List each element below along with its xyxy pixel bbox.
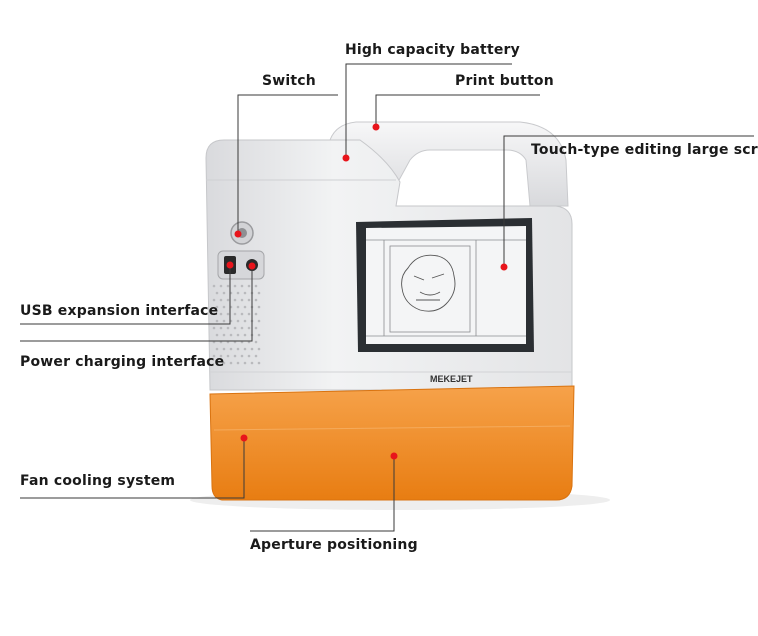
marker-aperture	[390, 452, 398, 460]
vent-hole	[219, 312, 223, 316]
marker-battery	[342, 154, 350, 162]
vent-hole	[236, 333, 240, 337]
marker-fan	[240, 434, 248, 442]
callout-battery: High capacity battery	[345, 42, 520, 58]
vent-hole	[247, 326, 251, 330]
callout-screen: Touch-type editing large screen	[531, 142, 758, 158]
marker-print-button	[372, 123, 380, 131]
vent-hole	[222, 319, 226, 323]
callout-usb: USB expansion interface	[20, 303, 219, 319]
vent-hole	[226, 326, 230, 330]
vent-hole	[236, 361, 240, 365]
vent-hole	[212, 354, 216, 358]
vent-hole	[222, 305, 226, 309]
vent-hole	[257, 319, 261, 323]
vent-hole	[243, 291, 247, 295]
vent-hole	[219, 298, 223, 302]
vent-hole	[222, 291, 226, 295]
vent-hole	[254, 326, 258, 330]
vent-hole	[247, 354, 251, 358]
vent-hole	[212, 326, 216, 330]
vent-hole	[222, 333, 226, 337]
vent-hole	[215, 361, 219, 365]
callout-markers	[226, 123, 508, 460]
marker-power	[248, 262, 256, 270]
vent-hole	[215, 291, 219, 295]
vent-hole	[254, 284, 258, 288]
vent-hole	[240, 312, 244, 316]
vent-hole	[254, 340, 258, 344]
vent-hole	[236, 319, 240, 323]
vent-hole	[254, 298, 258, 302]
vent-hole	[233, 326, 237, 330]
vent-hole	[254, 354, 258, 358]
vent-hole	[226, 284, 230, 288]
vent-hole	[250, 347, 254, 351]
vent-hole	[247, 312, 251, 316]
vent-hole	[212, 298, 216, 302]
orange-base	[209, 385, 575, 501]
vent-hole	[233, 298, 237, 302]
leader-lines	[20, 63, 754, 532]
callout-power: Power charging interface	[20, 354, 225, 370]
vent-hole	[219, 354, 223, 358]
vent-hole	[257, 305, 261, 309]
screen-ui	[366, 239, 526, 337]
vent-hole	[257, 333, 261, 337]
callout-print-button: Print button	[455, 73, 554, 89]
vent-hole	[236, 291, 240, 295]
vent-hole	[229, 333, 233, 337]
vent-hole	[257, 347, 261, 351]
vent-hole	[215, 319, 219, 323]
vent-hole	[240, 326, 244, 330]
vent-hole	[240, 354, 244, 358]
vent-hole	[215, 305, 219, 309]
vent-hole	[250, 361, 254, 365]
vent-hole	[257, 361, 261, 365]
vent-hole	[226, 298, 230, 302]
vent-hole	[215, 347, 219, 351]
vent-hole	[219, 284, 223, 288]
vent-hole	[222, 347, 226, 351]
brand-logo: MEKEJET	[430, 374, 473, 384]
vent-hole	[243, 333, 247, 337]
touch-screen	[366, 226, 526, 344]
vent-hole	[229, 361, 233, 365]
vent-hole	[247, 298, 251, 302]
tiger-sketch	[401, 254, 456, 312]
vent-hole	[247, 284, 251, 288]
vent-hole	[226, 312, 230, 316]
marker-usb	[226, 261, 234, 269]
vent-hole	[233, 354, 237, 358]
vent-hole	[233, 312, 237, 316]
vent-hole	[240, 298, 244, 302]
vent-hole	[226, 354, 230, 358]
carry-handle	[329, 121, 569, 207]
vent-hole	[240, 284, 244, 288]
vent-hole	[233, 284, 237, 288]
vent-hole	[254, 312, 258, 316]
vent-hole	[236, 305, 240, 309]
vent-hole	[243, 319, 247, 323]
vent-hole	[212, 284, 216, 288]
vent-hole	[219, 326, 223, 330]
base-highlight	[213, 425, 571, 431]
vent-hole	[243, 361, 247, 365]
vent-hole	[212, 312, 216, 316]
callout-switch: Switch	[262, 73, 316, 89]
vent-hole	[215, 333, 219, 337]
vent-hole	[243, 305, 247, 309]
marker-switch	[234, 230, 242, 238]
vent-hole	[257, 291, 261, 295]
vent-hole	[229, 347, 233, 351]
vent-hole	[236, 347, 240, 351]
callout-aperture: Aperture positioning	[250, 537, 418, 553]
callout-fan: Fan cooling system	[20, 473, 176, 489]
vent-hole	[243, 347, 247, 351]
vent-hole	[222, 361, 226, 365]
marker-screen	[500, 263, 508, 271]
